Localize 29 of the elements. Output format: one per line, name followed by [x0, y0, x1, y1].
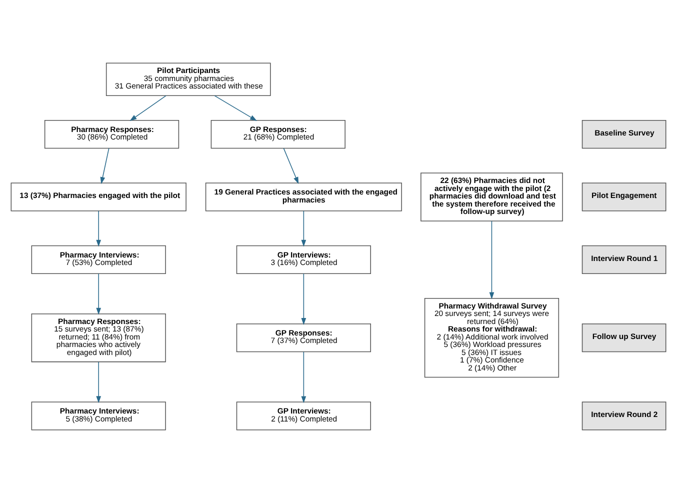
node-box: Pharmacy Responses: 15 surveys sent; 13 (87%) returned; 11 (84%) from pharmacies who actively engaged with pilot)	[31, 313, 166, 362]
node-box: Follow up Survey	[582, 324, 666, 352]
node-box: GP Responses: 7 (37%) Completed	[236, 324, 371, 352]
node-box: Interview Round 1	[582, 245, 666, 274]
node-box: Pharmacy Interviews: 7 (53%) Completed	[31, 245, 166, 274]
node-box: Interview Round 2	[582, 402, 666, 430]
node-box: GP Interviews: 3 (16%) Completed	[236, 245, 371, 274]
node-box: Baseline Survey	[582, 120, 666, 149]
node-box: Pharmacy Interviews: 5 (38%) Completed	[31, 402, 166, 430]
node-box: GP Responses: 21 (68%) Completed	[210, 120, 346, 149]
arrow	[489, 220, 494, 300]
node-box: GP Interviews: 2 (11%) Completed	[236, 402, 371, 430]
node-box: Pharmacy Withdrawal Survey 20 surveys sent; 14 surveys were returned (64%) Reasons for withdrawal: 2 (14%) Additional work involved 5 (36%) Workload pressures 5 (36%) IT issues 1 (7%) Confidence 2 (14%) Other	[424, 298, 560, 378]
node-box: Pharmacy Responses: 30 (86%) Completed	[44, 120, 180, 149]
arrow	[301, 210, 306, 247]
arrow	[96, 362, 102, 404]
arrow	[100, 148, 110, 184]
node-box: Pilot Participants 35 community pharmacies 31 General Practices associated with these	[106, 62, 271, 96]
arrow	[96, 210, 102, 247]
arrow	[301, 352, 306, 404]
arrow	[96, 273, 102, 315]
node-box: 19 General Practices associated with the engaged pharmacies	[205, 182, 402, 212]
arrow	[130, 95, 166, 122]
node-box: 22 (63%) Pharmacies did not actively engage with the pilot (2 pharmacies did download and test the system therefore received the follow-up survey)	[420, 172, 563, 222]
arrow	[214, 95, 257, 121]
arrow	[301, 273, 306, 326]
arrow	[283, 148, 299, 184]
node-box: Pilot Engagement	[582, 182, 666, 212]
node-box: 13 (37%) Pharmacies engaged with the pilot	[10, 182, 186, 212]
